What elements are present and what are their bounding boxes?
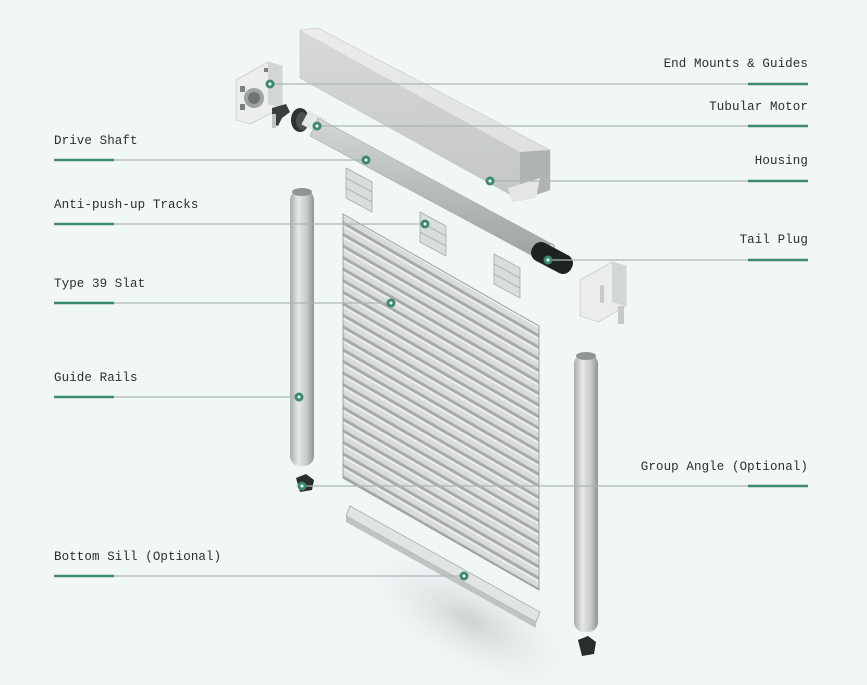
end-mount-shape [235,61,290,128]
group-angle-hotspot-center [300,484,304,488]
bottom-sill-shape [345,505,541,628]
slat-curtain-shape [342,213,540,591]
anti-push-up-track-shapes [345,167,521,299]
label-type-39-slat: Type 39 Slat [54,277,146,291]
anti-push-up-tracks-hotspot-center [423,222,427,226]
type-39-slat-hotspot-center [389,301,393,305]
label-guide-rails: Guide Rails [54,371,138,385]
left-guide-rail-shape [290,188,314,492]
label-anti-push-up-tracks: Anti-push-up Tracks [54,198,199,212]
right-guide-rail-shape [574,352,598,656]
label-end-mounts-guides: End Mounts & Guides [663,57,808,71]
end-cap-shape [579,261,627,324]
label-drive-shaft: Drive Shaft [54,134,138,148]
guide-rails-hotspot-center [297,395,301,399]
label-group-angle: Group Angle (Optional) [640,460,808,474]
label-tubular-motor: Tubular Motor [709,100,808,114]
tail-plug-hotspot-center [546,258,550,262]
label-bottom-sill: Bottom Sill (Optional) [54,550,222,564]
label-tail-plug: Tail Plug [739,233,808,247]
label-housing: Housing [754,154,808,168]
drive-shaft-hotspot-center [364,158,368,162]
bottom-sill-hotspot-center [462,574,466,578]
housing-shape [299,27,551,205]
end-mounts-guides-hotspot-center [268,82,272,86]
tubular-motor-hotspot-center [315,124,319,128]
housing-hotspot-center [488,179,492,183]
